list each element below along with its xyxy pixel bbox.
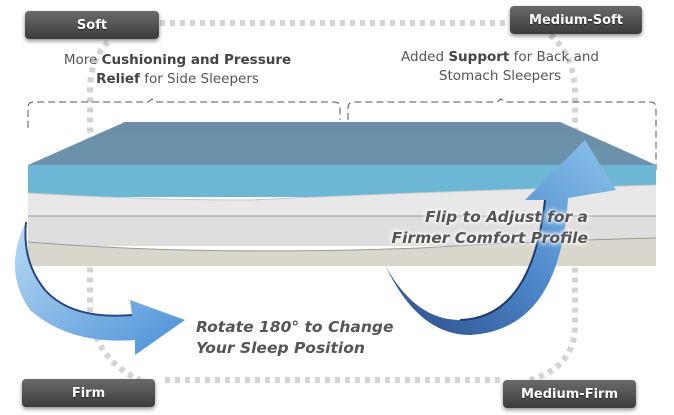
label-firm: Firm — [22, 379, 155, 407]
description-right-bold: Support — [448, 49, 510, 65]
rotate-caption-line1: Rotate 180° to Change — [196, 318, 394, 336]
description-left-prefix: More — [63, 52, 102, 68]
label-firm-text: Firm — [71, 385, 106, 401]
dashed-bracket-right — [347, 98, 657, 170]
label-medium-firm-text: Medium-Firm — [520, 386, 618, 402]
flip-caption: Flip to Adjust for a Firmer Comfort Prof… — [370, 207, 588, 249]
label-medium-soft-text: Medium-Soft — [529, 12, 623, 28]
description-firm-side: Added Support for Back and Stomach Sleep… — [385, 48, 615, 86]
mattress-white-layer — [28, 185, 656, 220]
label-medium-soft: Medium-Soft — [510, 6, 642, 34]
label-soft: Soft — [25, 11, 159, 39]
flip-caption-line2: Firmer Comfort Profile — [391, 229, 588, 247]
dotted-path-left — [87, 39, 142, 383]
label-medium-firm: Medium-Firm — [503, 380, 636, 408]
flip-caption-line1: Flip to Adjust for a — [424, 208, 588, 226]
mattress-base-layer — [28, 238, 656, 266]
description-left-bold: Cushioning and Pressure Relief — [96, 52, 292, 87]
flip-arrow-icon — [385, 140, 616, 335]
description-left-suffix: for Side Sleepers — [139, 71, 259, 87]
description-soft-side: More Cushioning and Pressure Relief for … — [55, 51, 300, 89]
rotate-arrow-icon — [14, 221, 185, 355]
rotate-caption: Rotate 180° to Change Your Sleep Positio… — [196, 317, 436, 359]
dashed-bracket-left — [27, 98, 341, 128]
rotate-caption-line2: Your Sleep Position — [196, 339, 365, 357]
label-soft-text: Soft — [76, 17, 108, 33]
description-right-prefix: Added — [401, 49, 449, 65]
description-right-suffix: for Back and Stomach Sleepers — [438, 49, 599, 84]
mattress-top-surface — [28, 122, 656, 165]
